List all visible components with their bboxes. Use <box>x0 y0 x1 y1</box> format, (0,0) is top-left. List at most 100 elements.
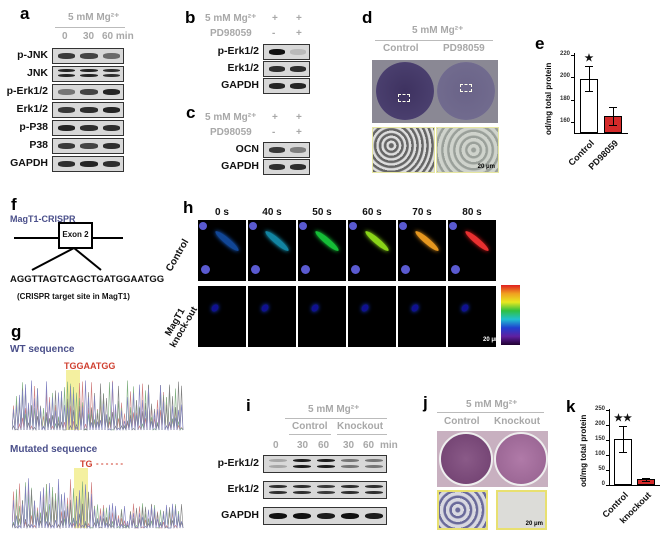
band <box>57 161 75 167</box>
time-label: 0 s <box>215 207 229 218</box>
significance-marker: ★ <box>584 53 594 65</box>
band <box>290 147 307 153</box>
error-cap <box>585 66 593 68</box>
error-cap <box>642 477 650 479</box>
band <box>340 490 360 494</box>
blot-strip <box>263 44 310 60</box>
row-label: p-Erk1/2 <box>6 85 48 97</box>
panel-i-group-control: Control <box>292 421 328 432</box>
band <box>80 143 98 149</box>
treatment-sign: + <box>272 13 278 24</box>
band <box>364 513 384 519</box>
row-label: GAPDH <box>221 79 259 91</box>
error-cap <box>609 107 617 109</box>
band <box>57 143 75 149</box>
cell-image-knockout <box>198 286 246 347</box>
blot-strip <box>263 507 387 525</box>
time-label: 30 <box>83 31 95 42</box>
band <box>103 53 121 59</box>
band <box>80 89 98 95</box>
scale-bar-label: 20 μm <box>477 164 495 170</box>
error-cap <box>585 90 593 92</box>
cell <box>460 303 470 313</box>
blot-strip <box>263 481 387 499</box>
band <box>290 164 307 170</box>
treatment-sign: + <box>272 112 278 123</box>
treatment-sign: + <box>296 112 302 123</box>
band <box>292 490 312 494</box>
cell-image-control <box>248 220 296 281</box>
cell-image-control <box>448 220 496 281</box>
band <box>316 490 336 494</box>
blot-strip <box>263 159 310 175</box>
cell <box>349 222 357 230</box>
panel-g-label: g <box>11 322 22 341</box>
blot-strip <box>52 66 124 82</box>
cell <box>263 229 291 253</box>
panel-e-label: e <box>535 34 545 53</box>
cell <box>399 222 407 230</box>
panel-b-inhibitor: PD98059 <box>210 28 252 39</box>
y-tick <box>571 121 574 123</box>
cell-image-knockout <box>298 286 346 347</box>
time-label: min <box>380 440 398 451</box>
band <box>340 484 360 488</box>
row-label: p-P38 <box>19 121 48 133</box>
divider <box>285 418 387 419</box>
panel-d-treatment: 5 mM Mg²⁺ <box>412 25 464 36</box>
panel-j-treatment: 5 mM Mg²⁺ <box>466 399 518 410</box>
cell <box>363 229 391 253</box>
band <box>290 83 307 89</box>
y-tick-label: 220 <box>559 51 570 58</box>
trace <box>12 481 184 530</box>
band <box>80 74 98 78</box>
cell <box>463 229 491 253</box>
wt-chromatogram <box>12 370 184 432</box>
error-bar <box>623 425 624 452</box>
cell-image-knockout <box>248 286 296 347</box>
band <box>103 143 121 149</box>
cell <box>401 265 410 274</box>
cell-image-knockout <box>448 286 496 347</box>
time-label: 30 <box>297 440 309 451</box>
inhibitor-sign: + <box>296 28 302 39</box>
row-label: JNK <box>26 67 48 79</box>
blot-strip <box>263 78 310 94</box>
micrograph-control <box>437 490 488 530</box>
band <box>103 69 121 73</box>
construct-name: MagT1-CRISPR <box>10 214 76 224</box>
blot-strip <box>52 102 124 118</box>
trace <box>12 380 184 432</box>
blot-strip <box>52 48 124 64</box>
band <box>268 458 288 462</box>
error-cap <box>619 451 627 453</box>
band <box>103 161 121 167</box>
row-label: p-Erk1/2 <box>217 45 259 57</box>
panel-j-group-knockout: Knockout <box>494 416 541 427</box>
cell-image-control <box>398 220 446 281</box>
divider <box>375 40 493 41</box>
time-label: 40 s <box>262 207 282 218</box>
time-label: 80 s <box>462 207 482 218</box>
error-bar <box>613 107 614 126</box>
y-tick-label: 200 <box>559 73 570 80</box>
well-control <box>376 62 434 120</box>
panel-c-label: c <box>186 103 196 122</box>
micrograph-knockout: 20 μm <box>496 490 547 530</box>
row-label-control: Control <box>164 237 192 274</box>
time-label: 60 s <box>362 207 382 218</box>
band <box>268 484 288 488</box>
time-label: 60 min <box>102 31 134 42</box>
row-label: OCN <box>235 143 259 155</box>
cell <box>310 303 320 313</box>
band <box>316 484 336 488</box>
panel-f-label: f <box>11 195 17 214</box>
y-tick <box>606 410 609 412</box>
band <box>290 49 307 55</box>
panel-d-label: d <box>362 8 373 27</box>
error-bar <box>589 66 590 91</box>
blot-strip <box>263 142 310 158</box>
blot-strip <box>52 138 124 154</box>
band <box>268 147 285 153</box>
band <box>103 89 121 95</box>
